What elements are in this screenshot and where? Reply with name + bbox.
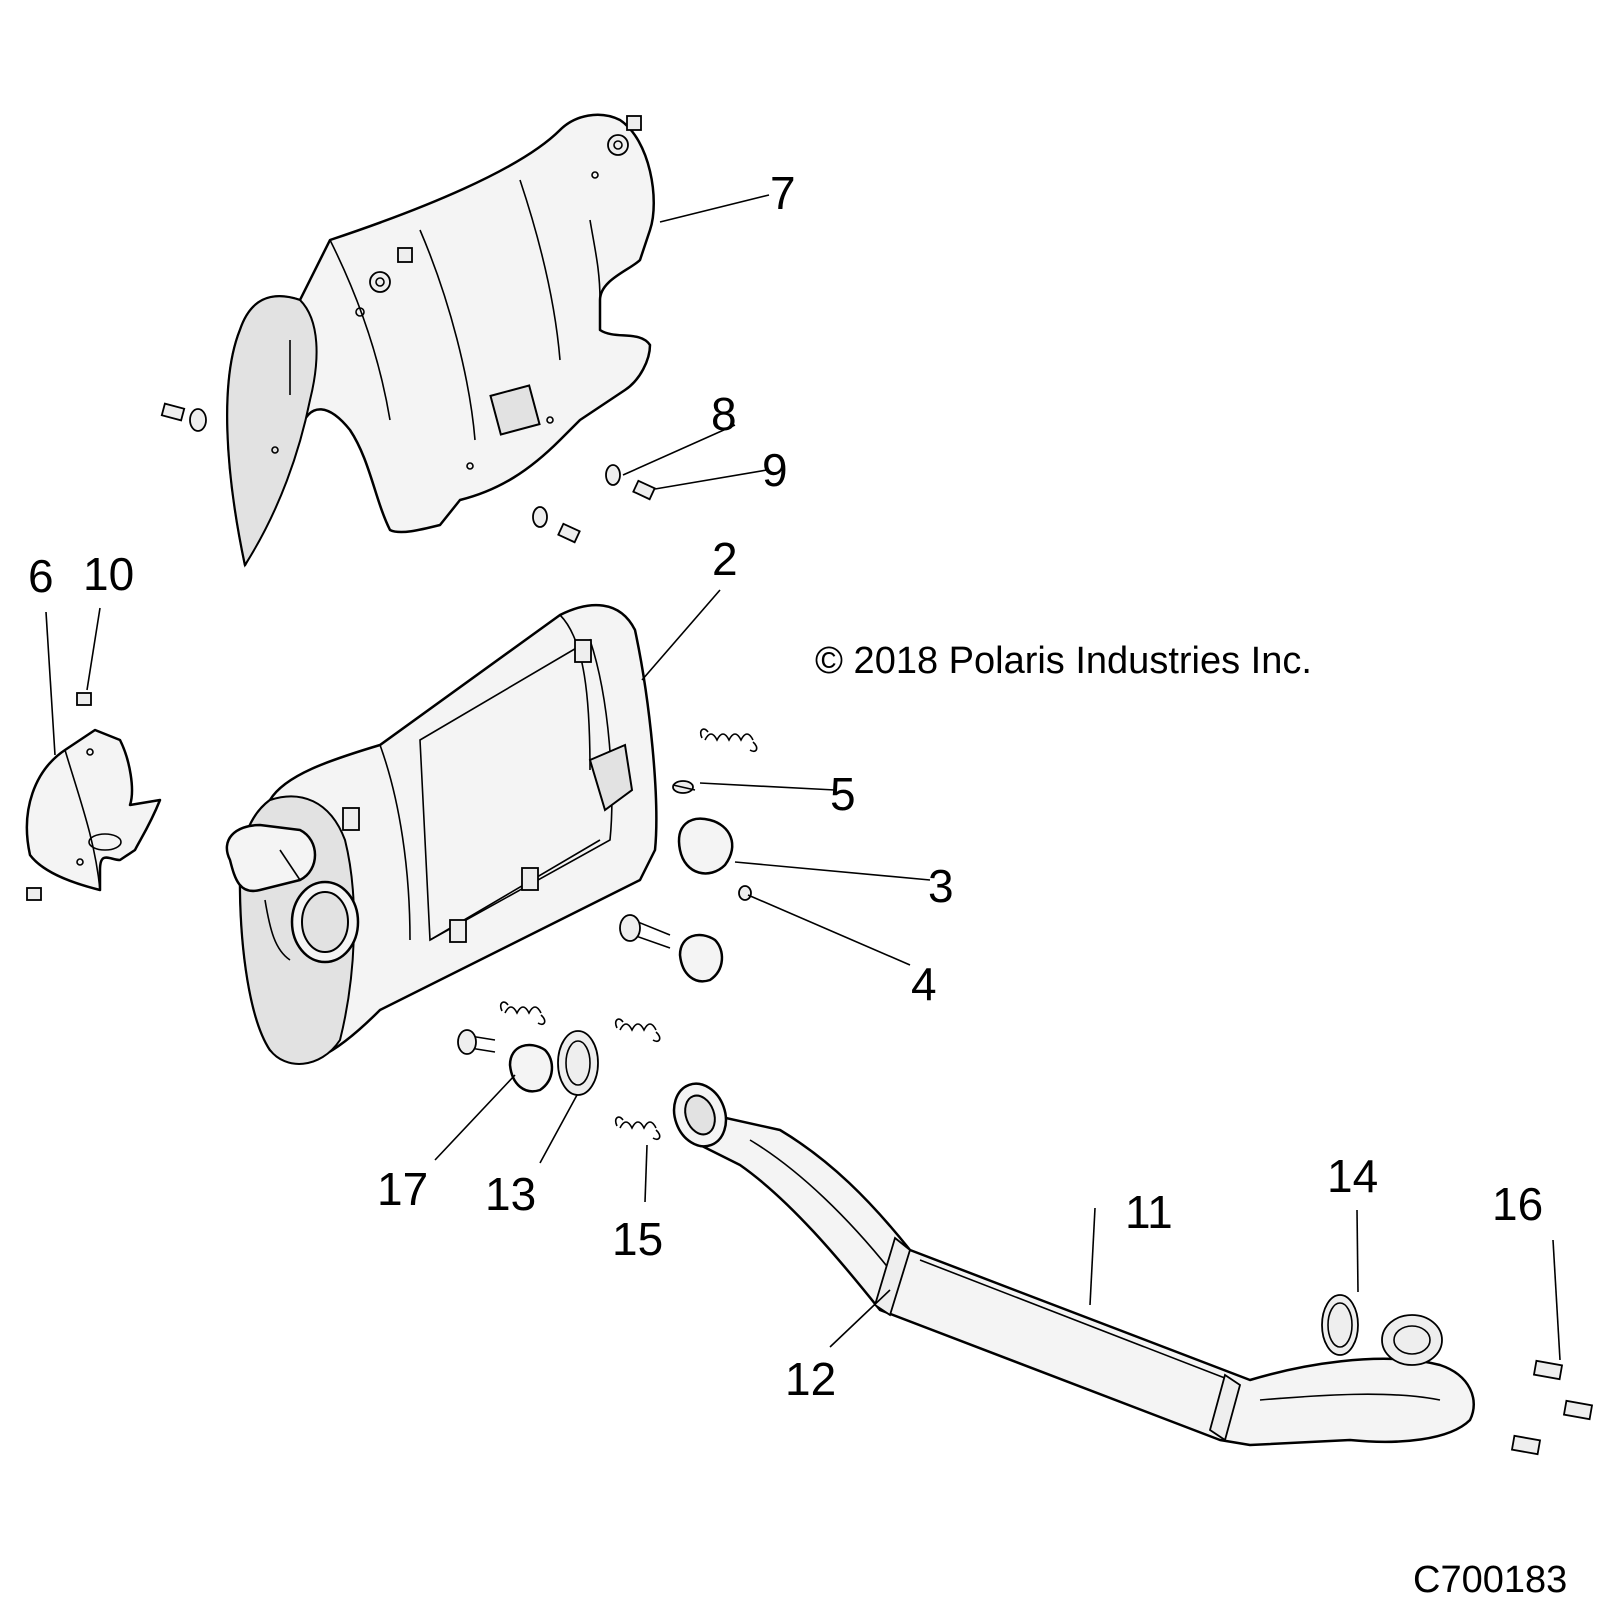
callout-12: 12 xyxy=(785,1353,836,1405)
callout-8: 8 xyxy=(711,388,737,440)
callout-5: 5 xyxy=(830,768,856,820)
callout-labels: 2 3 4 5 6 7 8 9 10 11 12 13 14 15 16 17 xyxy=(28,167,1543,1405)
copyright-notice: © 2018 Polaris Industries Inc. xyxy=(815,640,1312,682)
callout-7: 7 xyxy=(770,167,796,219)
callout-9: 9 xyxy=(762,444,788,496)
callout-13: 13 xyxy=(485,1168,536,1220)
callout-15: 15 xyxy=(612,1213,663,1265)
muffler xyxy=(225,603,658,1065)
callout-17: 17 xyxy=(377,1163,428,1215)
callout-10: 10 xyxy=(83,548,134,600)
callout-6: 6 xyxy=(28,550,54,602)
leader-lines xyxy=(45,194,1561,1361)
mounting-hardware xyxy=(457,780,752,1096)
callout-14: 14 xyxy=(1327,1150,1378,1202)
springs xyxy=(499,728,758,1141)
heat-shield xyxy=(226,113,655,568)
callout-2: 2 xyxy=(712,533,738,585)
inlet-guard xyxy=(25,692,162,901)
flange-bolts xyxy=(1510,1359,1594,1456)
head-pipe xyxy=(672,1082,1475,1447)
callout-3: 3 xyxy=(928,860,954,912)
figure-id: C700183 xyxy=(1413,1559,1567,1600)
callout-11: 11 xyxy=(1125,1186,1173,1238)
callout-4: 4 xyxy=(911,958,937,1010)
heat-shield-fasteners xyxy=(160,115,656,544)
callout-16: 16 xyxy=(1492,1178,1543,1230)
